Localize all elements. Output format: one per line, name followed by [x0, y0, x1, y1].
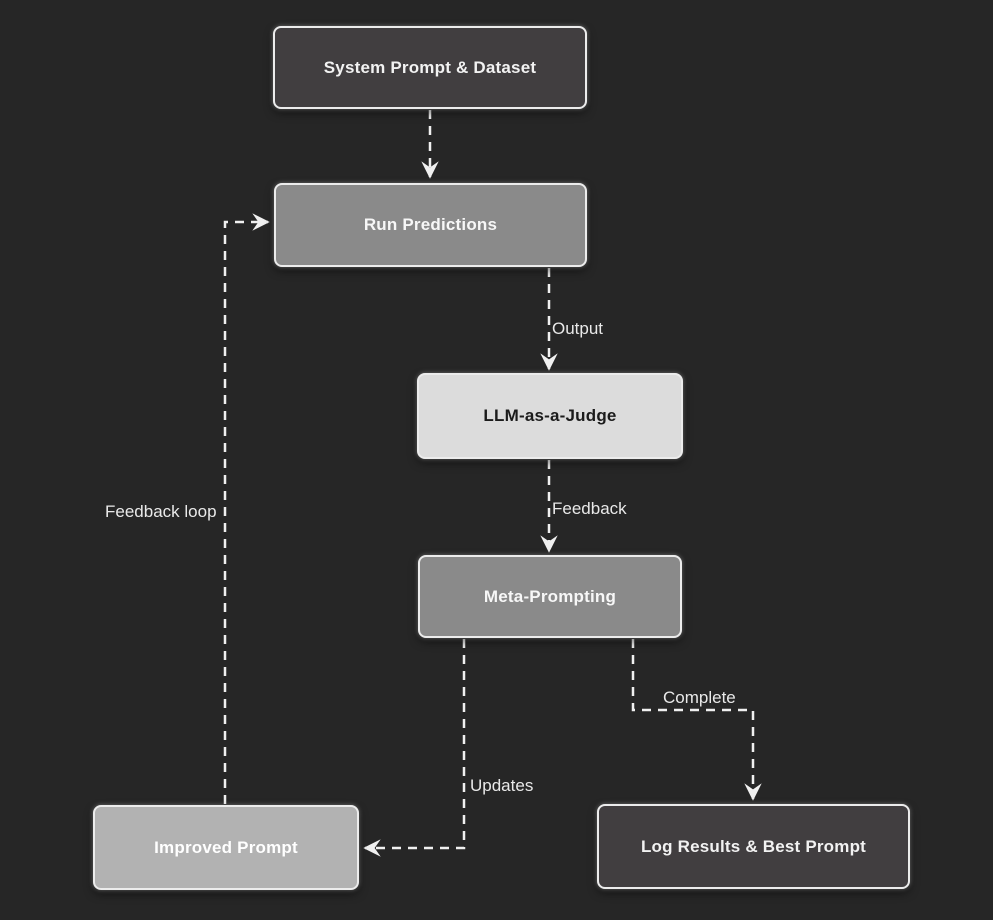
- node-run-predictions: Run Predictions: [274, 183, 587, 267]
- node-label-log-results-best-prompt: Log Results & Best Prompt: [640, 836, 867, 856]
- edge-label-complete: Complete: [663, 688, 736, 707]
- edge-meta-to-improved: [363, 639, 466, 857]
- node-label-system-prompt-dataset: System Prompt & Dataset: [323, 57, 537, 77]
- edge-label-feedback-loop: Feedback loop: [105, 502, 217, 521]
- edge-label-updates: Updates: [470, 776, 534, 795]
- edge-meta-to-log: [631, 639, 762, 801]
- node-log-results-best-prompt: Log Results & Best Prompt: [597, 804, 910, 889]
- node-llm-as-a-judge: LLM-as-a-Judge: [417, 373, 683, 459]
- node-label-meta-prompting: Meta-Prompting: [483, 586, 617, 606]
- edge-label-output: Output: [552, 319, 604, 338]
- node-label-llm-as-a-judge: LLM-as-a-Judge: [483, 406, 617, 425]
- node-label-improved-prompt: Improved Prompt: [154, 837, 298, 857]
- node-improved-prompt: Improved Prompt: [93, 805, 359, 890]
- node-meta-prompting: Meta-Prompting: [418, 555, 682, 638]
- edge-label-feedback: Feedback: [552, 499, 627, 518]
- edge-improved-to-run: [223, 213, 270, 804]
- node-system-prompt-dataset: System Prompt & Dataset: [273, 26, 587, 109]
- node-label-run-predictions: Run Predictions: [363, 215, 498, 234]
